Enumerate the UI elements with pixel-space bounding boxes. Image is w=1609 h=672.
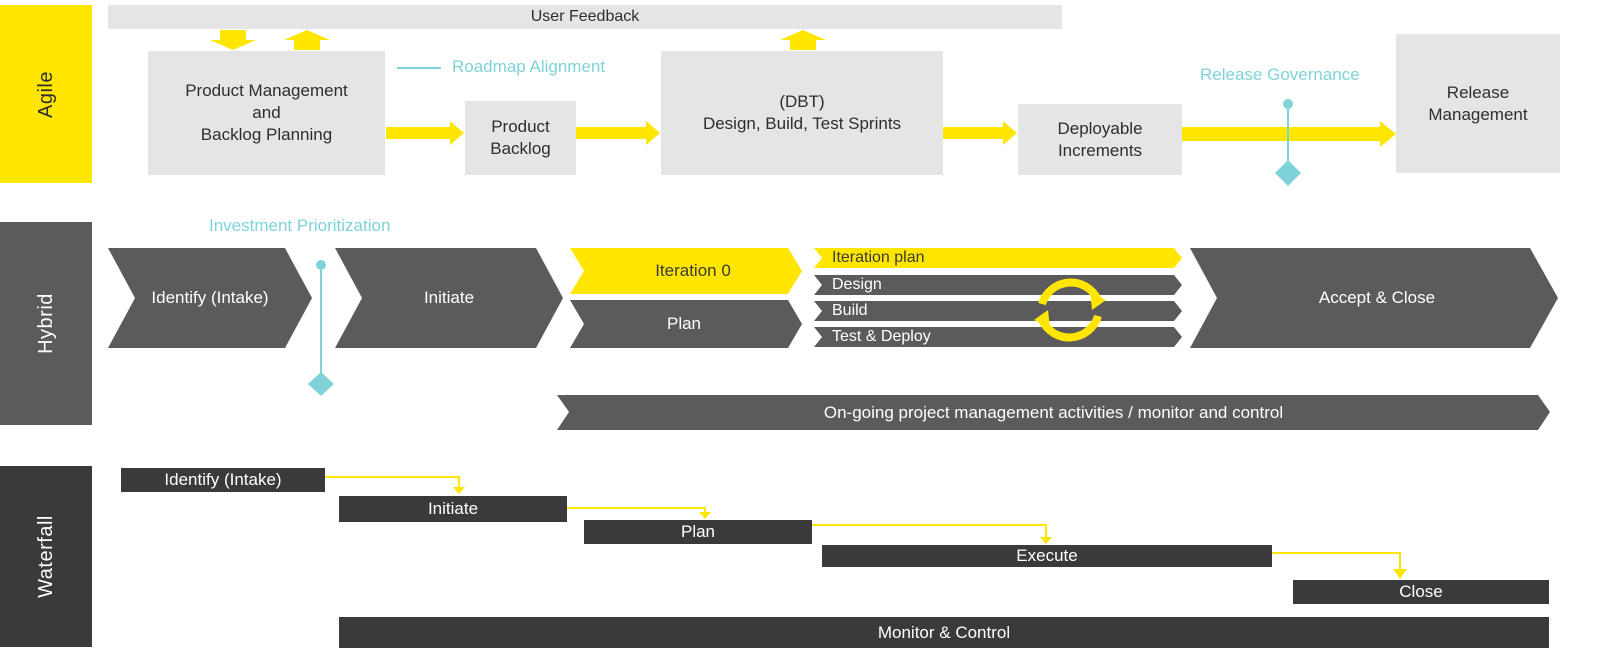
iteration-plan-bar [814, 248, 1182, 268]
ongoing-bar [557, 395, 1550, 430]
lane-hybrid: Hybrid [0, 222, 92, 425]
build-label: Build [832, 302, 868, 319]
product-management-box: Product Management and Backlog Planning [148, 51, 385, 175]
build-bar [814, 301, 1182, 321]
wf-monitor-bar: Monitor & Control [339, 617, 1549, 648]
user-feedback-bar: User Feedback [108, 5, 1062, 29]
wf-plan-label: Plan [680, 522, 716, 541]
flow-arrow-2 [576, 121, 660, 145]
release-management-box: Release Management [1396, 34, 1560, 173]
lane-waterfall: Waterfall [0, 466, 92, 647]
wf-monitor-label: Monitor & Control [877, 622, 1011, 642]
investment-diamond [308, 372, 334, 396]
plan-hybrid-label: Plan [666, 314, 702, 333]
wf-close-label: Close [1399, 582, 1443, 601]
flow-arrow-3 [943, 121, 1017, 145]
investment-prioritization-label: Investment Prioritization [209, 216, 391, 235]
test-deploy-label: Test & Deploy [832, 328, 931, 345]
feedback-up-arrow [284, 30, 330, 50]
wf-identify-label: Identify (Intake) [164, 470, 282, 489]
roadmap-alignment-label: Roadmap Alignment [452, 57, 606, 76]
wf-execute-bar: Execute [822, 545, 1272, 567]
initiate-chevron [335, 248, 563, 348]
accept-close-chevron [1190, 248, 1558, 348]
product-backlog-label: Product Backlog [490, 117, 551, 158]
deployable-increments-box: Deployable Increments [1018, 104, 1182, 175]
wf-initiate-bar: Initiate [339, 496, 567, 522]
release-governance-label: Release Governance [1200, 65, 1360, 84]
wf-initiate-label: Initiate [427, 499, 479, 518]
dbt-up-arrow [780, 30, 826, 50]
wf-identify-bar: Identify (Intake) [121, 468, 325, 492]
accept-close-label: Accept & Close [1318, 288, 1436, 307]
wf-execute-label: Execute [1016, 546, 1078, 565]
cycle-icon [1034, 278, 1106, 342]
flow-arrow-1 [386, 121, 464, 145]
plan-chevron [570, 300, 802, 348]
ongoing-label: On-going project management activities /… [823, 402, 1284, 422]
wf-plan-bar: Plan [584, 520, 812, 544]
iteration-plan-label: Iteration plan [832, 249, 925, 266]
dbt-box: (DBT) Design, Build, Test Sprints [661, 51, 943, 175]
product-backlog-box: Product Backlog [465, 101, 576, 175]
hybrid-shapes [108, 248, 1558, 430]
design-label: Design [832, 276, 882, 293]
product-management-label: Product Management and Backlog Planning [185, 81, 348, 144]
feedback-down-arrow [210, 30, 256, 50]
user-feedback-label: User Feedback [530, 8, 640, 25]
flow-arrow-4 [1182, 121, 1396, 147]
iteration0-chevron [570, 248, 802, 294]
lane-agile: Agile [0, 5, 92, 183]
release-management-label: Release Management [1428, 82, 1528, 124]
initiate-hybrid-label: Initiate [423, 288, 475, 307]
wf-close-bar: Close [1293, 580, 1549, 604]
governance-diamond [1275, 160, 1301, 186]
dbt-label: (DBT) Design, Build, Test Sprints [702, 92, 902, 133]
identify-hybrid-label: Identify (Intake) [151, 288, 269, 307]
agile-connectors [210, 30, 1396, 186]
identify-chevron [108, 248, 312, 348]
iteration0-label: Iteration 0 [655, 261, 731, 280]
deployable-increments-label: Deployable Increments [1057, 118, 1143, 160]
